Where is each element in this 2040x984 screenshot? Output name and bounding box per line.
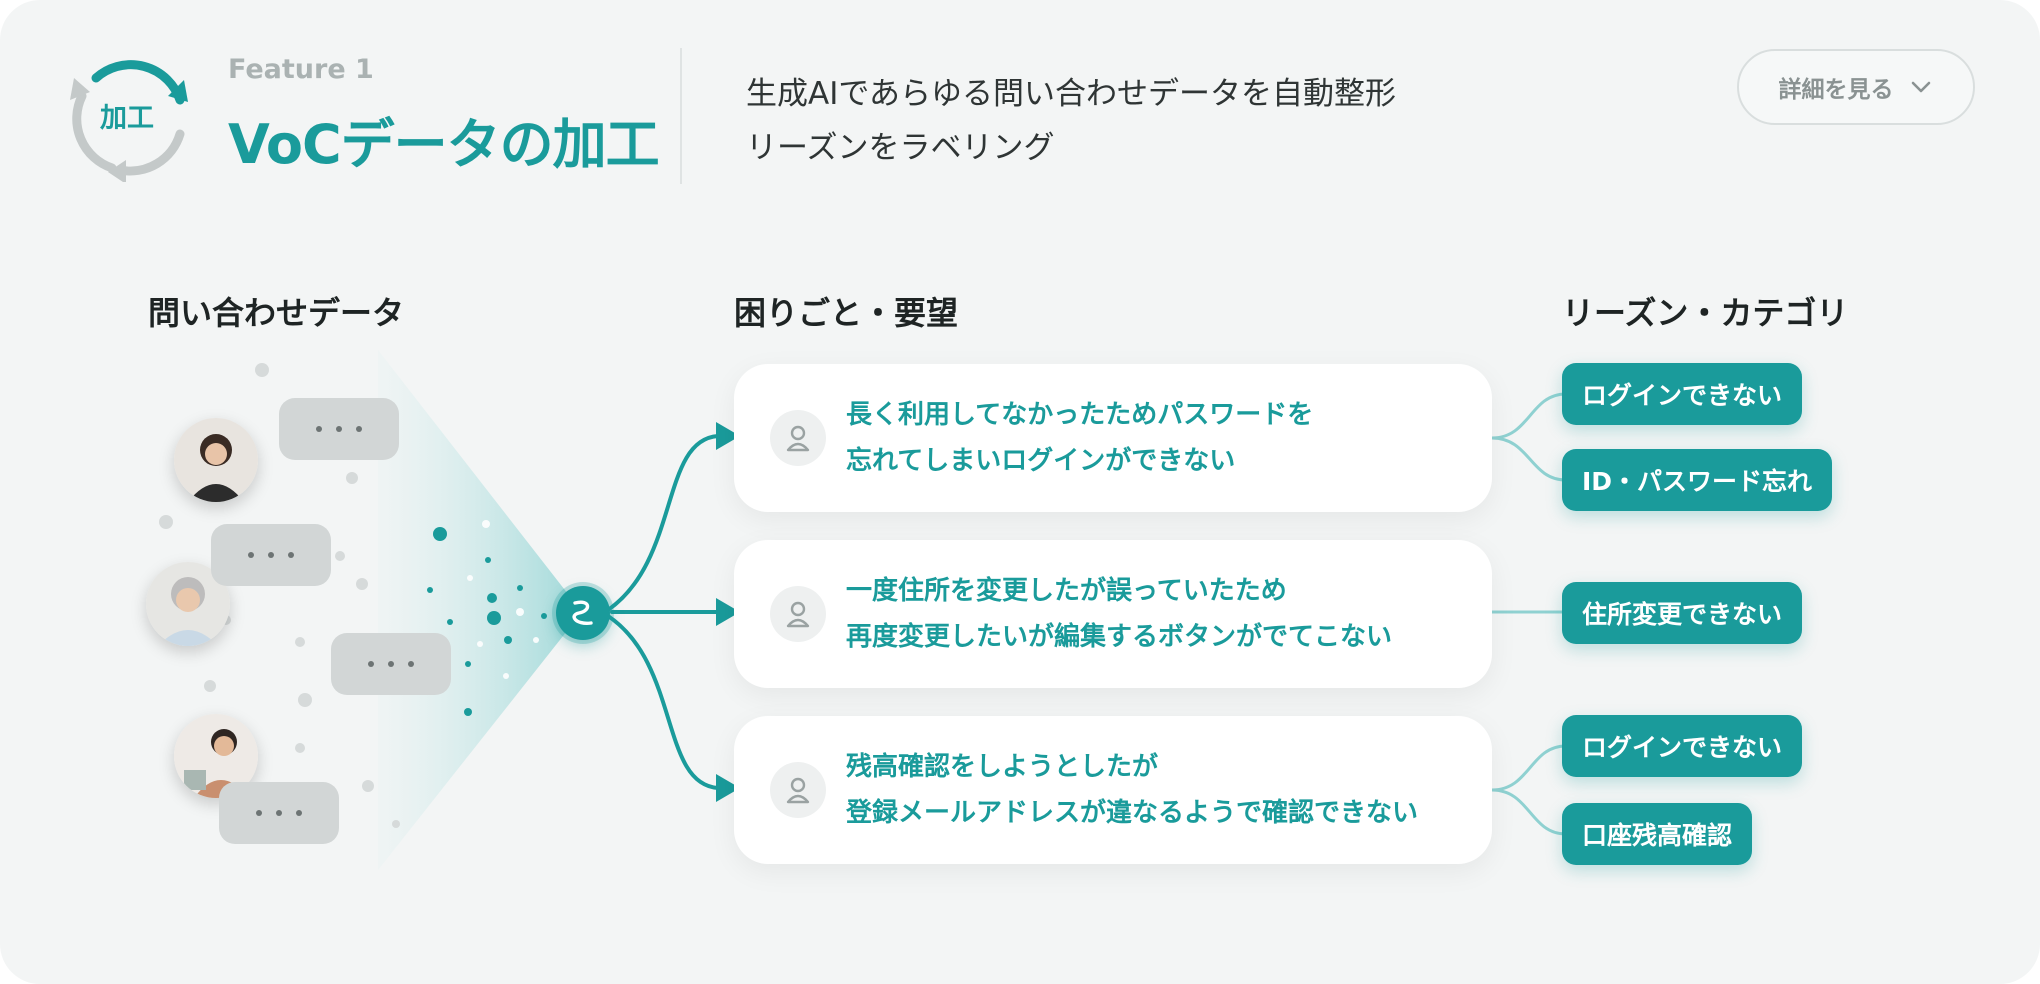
reason-tag: ID・パスワード忘れ: [1562, 449, 1833, 511]
page-title: VoCデータの加工: [228, 113, 660, 176]
description-line-2: リーズンをラベリング: [746, 130, 1055, 166]
user-icon: [770, 410, 826, 466]
detail-button-label: 詳細を見る: [1778, 77, 1894, 103]
problem-text-line-2: 登録メールアドレスが違なるようで確認できない: [846, 798, 1419, 828]
chat-bubble: [331, 633, 451, 695]
detail-button[interactable]: 詳細を見る: [1737, 49, 1975, 125]
reason-tag: 口座残高確認: [1562, 803, 1753, 865]
inquiry-column-title: 問い合わせデータ: [148, 294, 405, 332]
reason-column-title: リーズン・カテゴリ: [1562, 294, 1849, 332]
user-icon: [770, 586, 826, 642]
ai-hub-icon: [556, 586, 610, 640]
reason-tag: ログインできない: [1562, 363, 1803, 425]
chevron-down-icon: [1911, 81, 1930, 93]
chat-bubble: [279, 398, 399, 460]
problem-column-title: 困りごと・要望: [734, 294, 959, 332]
header-divider: [680, 48, 682, 184]
problem-card: 一度住所を変更したが誤っていたため 再度変更したいが編集するボタンがでてこない: [734, 540, 1492, 688]
problem-text-line-2: 忘れてしまいログインができない: [846, 446, 1236, 476]
process-badge: 加工: [62, 52, 192, 184]
flow-arrow-3: [606, 614, 720, 790]
cycle-arrows-icon: [70, 60, 188, 184]
chat-bubble: [211, 524, 331, 586]
flow-arrow-1: [606, 434, 720, 612]
badge-label: 加工: [100, 103, 154, 134]
problem-card: 残高確認をしようとしたが 登録メールアドレスが違なるようで確認できない: [734, 716, 1492, 864]
problem-text-line-1: 長く利用してなかったためパスワードを: [846, 400, 1314, 430]
description-line-1: 生成AIであらゆる問い合わせデータを自動整形: [746, 76, 1397, 112]
reason-tag: ログインできない: [1562, 715, 1803, 777]
reason-tag: 住所変更できない: [1562, 582, 1803, 644]
feature-number: Feature 1: [228, 54, 374, 85]
chat-bubble: [219, 782, 339, 844]
customer-avatar-1: [174, 418, 258, 502]
funnel-shape: [378, 350, 582, 870]
user-icon: [770, 762, 826, 818]
problem-text-line-1: 残高確認をしようとしたが: [846, 752, 1159, 782]
problem-card: 長く利用してなかったためパスワードを 忘れてしまいログインができない: [734, 364, 1492, 512]
problem-text-line-2: 再度変更したいが編集するボタンがでてこない: [846, 622, 1393, 652]
problem-text-line-1: 一度住所を変更したが誤っていたため: [846, 576, 1287, 606]
